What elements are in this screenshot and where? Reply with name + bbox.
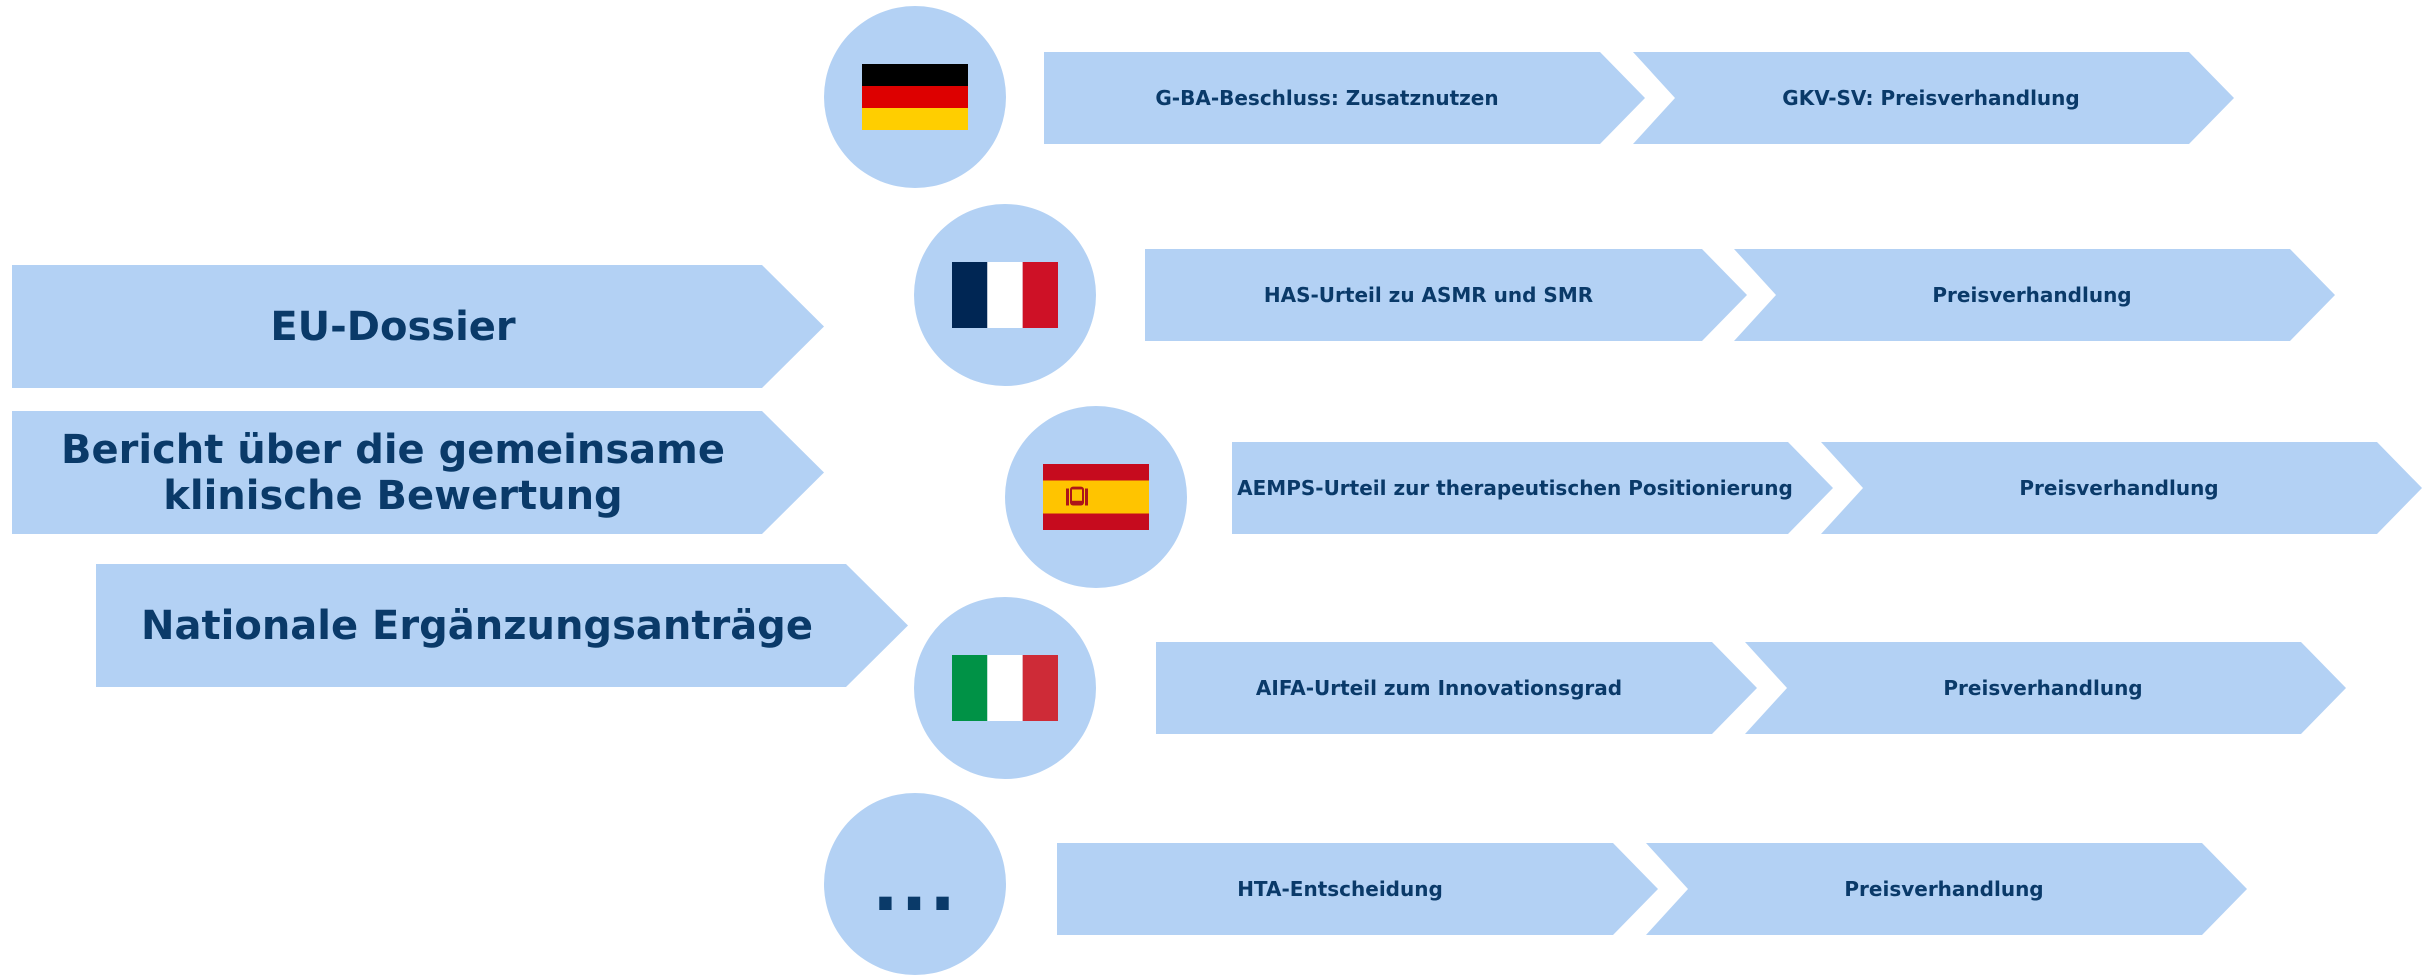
spain-step2-label: Preisverhandlung [2019, 476, 2219, 500]
joint-clinical-assessment-label: Bericht über die gemeinsame klinische Be… [61, 427, 725, 519]
germany-step2-arrow: GKV-SV: Preisverhandlung [1633, 52, 2234, 144]
germany-step1-arrow: G-BA-Beschluss: Zusatznutzen [1044, 52, 1645, 144]
joint-report-line2: klinische Bewertung [163, 472, 623, 519]
france-circle [914, 204, 1096, 386]
eu-dossier-arrow: EU-Dossier [12, 265, 824, 388]
germany-step1-label: G-BA-Beschluss: Zusatznutzen [1155, 86, 1499, 110]
germany-step2-label: GKV-SV: Preisverhandlung [1782, 86, 2080, 110]
hta-step2-arrow: Preisverhandlung [1646, 843, 2247, 935]
ellipsis-marker: ... [872, 845, 958, 927]
france-flag-icon [952, 262, 1058, 328]
germany-circle [824, 6, 1006, 188]
spain-step1-label: AEMPS-Urteil zur therapeutischen Positio… [1237, 476, 1793, 500]
joint-clinical-assessment-arrow: Bericht über die gemeinsame klinische Be… [12, 411, 824, 534]
italy-step2-label: Preisverhandlung [1943, 676, 2143, 700]
national-supplementary-label: Nationale Ergänzungsanträge [141, 602, 813, 649]
other-countries-circle: ... [824, 793, 1006, 975]
italy-flag-icon [952, 655, 1058, 721]
hta-step1-arrow: HTA-Entscheidung [1057, 843, 1658, 935]
spain-circle [1005, 406, 1187, 588]
italy-step1-arrow: AIFA-Urteil zum Innovationsgrad [1156, 642, 1757, 734]
joint-report-line1: Bericht über die gemeinsame [61, 426, 725, 473]
germany-flag-icon [862, 64, 968, 130]
italy-circle [914, 597, 1096, 779]
france-step2-label: Preisverhandlung [1932, 283, 2132, 307]
italy-step2-arrow: Preisverhandlung [1745, 642, 2346, 734]
spain-step1-arrow: AEMPS-Urteil zur therapeutischen Positio… [1232, 442, 1833, 534]
france-step1-arrow: HAS-Urteil zu ASMR und SMR [1145, 249, 1747, 341]
spain-flag-icon [1043, 464, 1149, 530]
spain-step2-arrow: Preisverhandlung [1821, 442, 2422, 534]
hta-step1-label: HTA-Entscheidung [1237, 877, 1443, 901]
eu-dossier-label: EU-Dossier [270, 303, 516, 350]
hta-step2-label: Preisverhandlung [1844, 877, 2044, 901]
national-supplementary-arrow: Nationale Ergänzungsanträge [96, 564, 908, 687]
france-step1-label: HAS-Urteil zu ASMR und SMR [1263, 283, 1594, 307]
france-step2-arrow: Preisverhandlung [1734, 249, 2335, 341]
italy-step1-label: AIFA-Urteil zum Innovationsgrad [1255, 676, 1623, 700]
